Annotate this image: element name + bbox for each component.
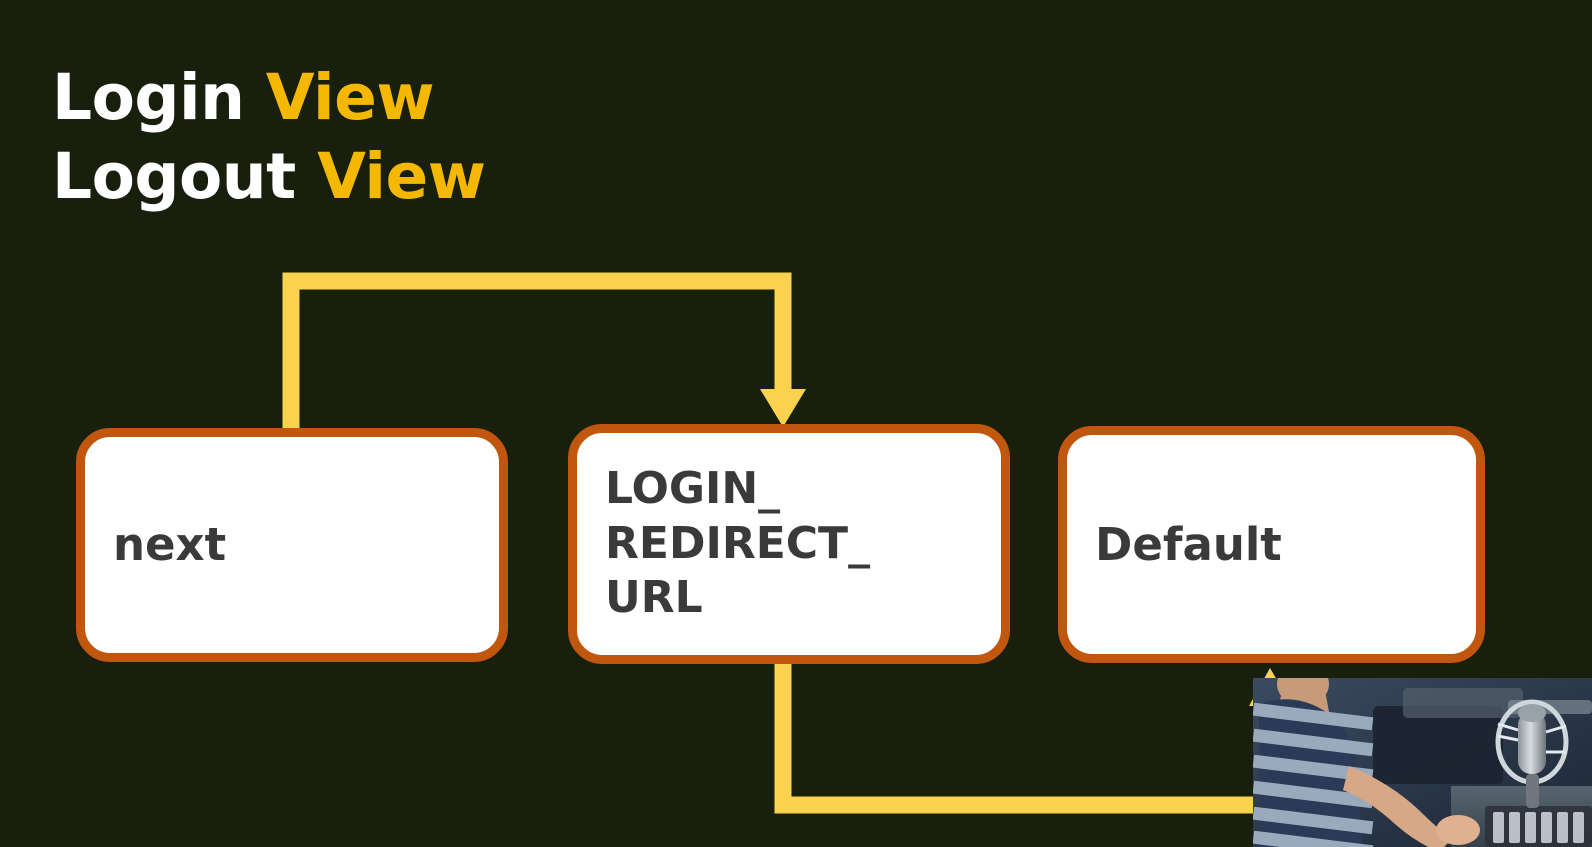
page-title: Login View Logout View xyxy=(52,58,486,217)
webcam-video-frame xyxy=(1253,678,1592,847)
edge-login-redirect-to-default xyxy=(774,655,1292,814)
title-line-2-accent: View xyxy=(317,140,486,214)
node-default-label: Default xyxy=(1095,517,1282,571)
title-line-1-primary: Login xyxy=(52,61,245,134)
node-next[interactable]: next xyxy=(76,428,508,662)
title-line-1-accent: View xyxy=(265,61,435,134)
node-default[interactable]: Default xyxy=(1058,426,1485,663)
title-line-1: Login View xyxy=(52,58,485,137)
arrowhead-down-icon xyxy=(760,389,806,427)
presenter-webcam-overlay xyxy=(1253,678,1592,847)
edge-next-to-login-redirect xyxy=(282,272,806,440)
node-login-redirect-url[interactable]: LOGIN_ REDIRECT_ URL xyxy=(568,424,1010,664)
title-line-2-primary: Logout xyxy=(52,140,296,214)
title-line-2: Logout View xyxy=(52,137,486,216)
node-next-label: next xyxy=(113,518,227,572)
node-login-redirect-url-label: LOGIN_ REDIRECT_ URL xyxy=(605,463,871,624)
